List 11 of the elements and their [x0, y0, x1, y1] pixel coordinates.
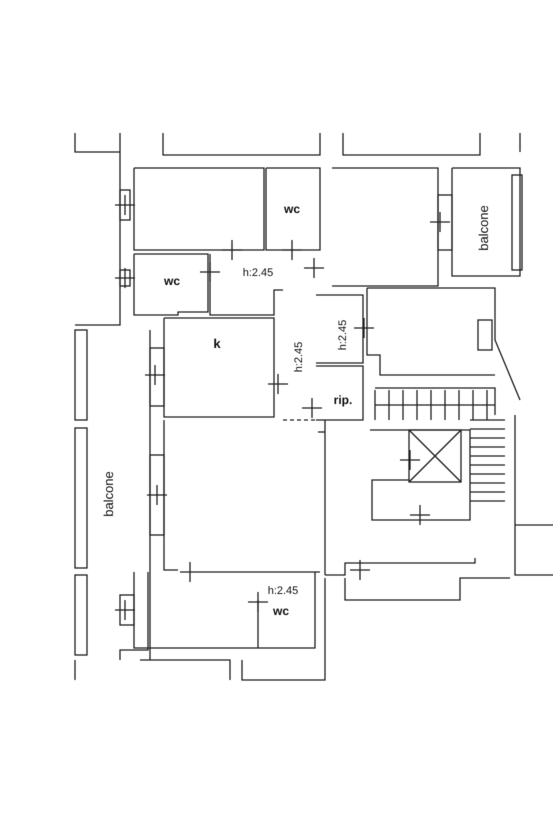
- room-label: balcone: [476, 205, 491, 251]
- room-label: h:2.45: [293, 342, 305, 372]
- room-label: h:2.45: [242, 267, 274, 279]
- room-label: h:2.45: [268, 585, 298, 597]
- room-label: balcone: [101, 471, 116, 517]
- room-label: k: [213, 336, 221, 351]
- room-label: rip.: [334, 393, 352, 407]
- room-label: wc: [164, 274, 180, 288]
- room-label: wc: [284, 202, 300, 216]
- room-label: wc: [273, 604, 289, 618]
- room-label: h:2.45: [337, 320, 349, 350]
